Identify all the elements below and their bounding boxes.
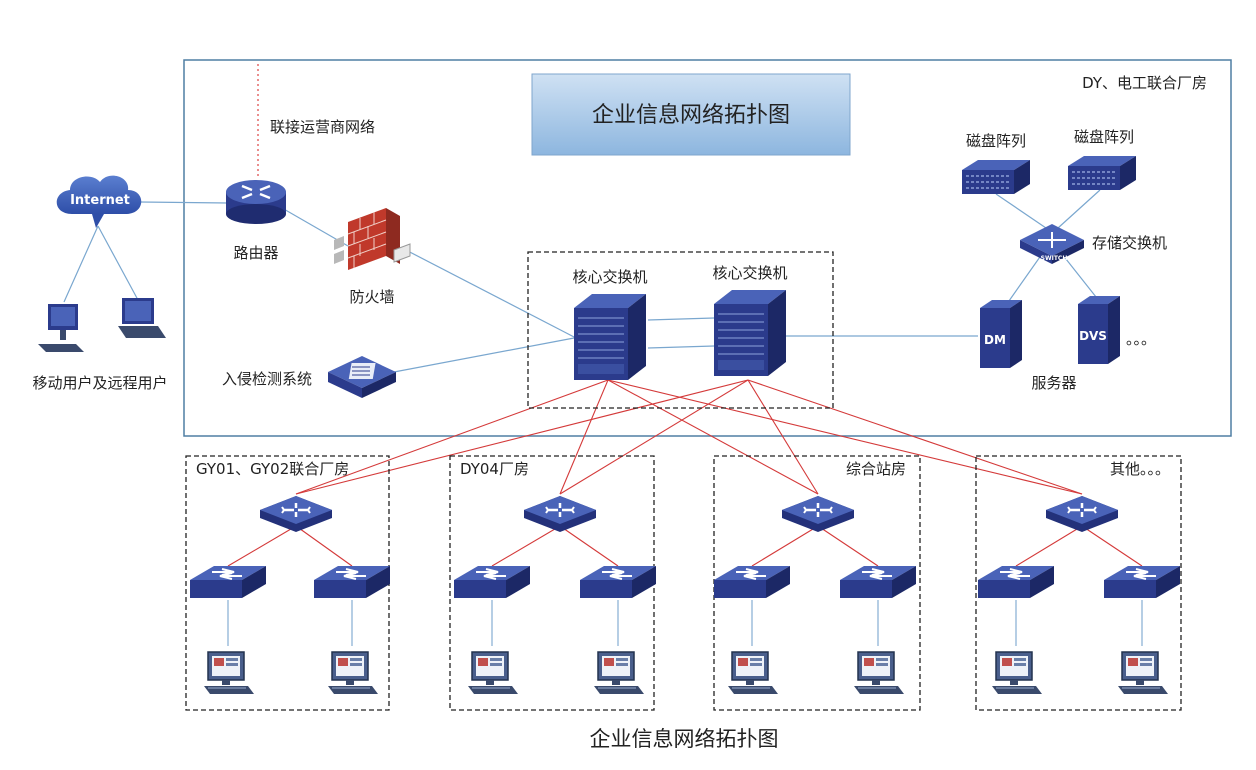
- agg-switch-icon-1: [258, 494, 334, 534]
- remote-user-desktop-icon: [38, 304, 84, 352]
- agg-switch-icon-2: [522, 494, 598, 534]
- site-label-3: 综合站房: [846, 460, 906, 478]
- links: [63, 64, 1143, 646]
- main-region-label: DY、电工联合厂房: [1082, 74, 1207, 92]
- server-dm-icon: DM: [980, 300, 1022, 368]
- storage-switch-badge: SWITCH: [1041, 255, 1068, 262]
- firewall-label: 防火墙: [349, 288, 394, 306]
- pc-icon-2a: [467, 651, 519, 695]
- pc-icon-4b: [1117, 651, 1169, 695]
- disk-array-icon-2: [1067, 155, 1137, 191]
- storage-switch-icon: SWITCH: [1020, 224, 1084, 264]
- remote-users-label: 移动用户及远程用户: [32, 374, 167, 392]
- server-dvs-icon: DVS: [1078, 296, 1120, 364]
- access-switch-icon-3b: [839, 565, 917, 599]
- core-group-frame: [527, 251, 834, 409]
- servers-more: 。。。: [1126, 330, 1156, 348]
- site-others: 其他。。。: [975, 455, 1182, 711]
- router-icon: [224, 178, 288, 226]
- pc-icon-1b: [327, 651, 379, 695]
- site-label-4: 其他。。。: [1110, 460, 1170, 478]
- agg-switch-icon-4: [1044, 494, 1120, 534]
- title-box: 企业信息网络拓扑图: [531, 73, 851, 156]
- internet-router-link: [139, 201, 229, 204]
- access-switch-icon-3a: [713, 565, 791, 599]
- pc-icon-2b: [593, 651, 645, 695]
- pc-icon-4a: [991, 651, 1043, 695]
- internet-users-link: [63, 225, 139, 303]
- core-switch-icon-2: [713, 289, 787, 377]
- access-switch-icon-1b: [313, 565, 391, 599]
- site-comprehensive-station: 综合站房: [713, 455, 921, 711]
- pc-icon-1a: [203, 651, 255, 695]
- diagram-title: 企业信息网络拓扑图: [592, 103, 790, 128]
- core-switch-label-1: 核心交换机: [572, 268, 647, 286]
- storage-links: [995, 189, 1101, 309]
- pc-icon-3a: [727, 651, 779, 695]
- site-gy01-gy02: GY01、GY02联合厂房: [185, 455, 391, 711]
- ids-icon: [328, 356, 396, 398]
- site-label-2: DY04厂房: [460, 460, 529, 478]
- access-switch-icon-2a: [453, 565, 531, 599]
- site-label-1: GY01、GY02联合厂房: [196, 460, 349, 478]
- internet-cloud-icon: Internet: [56, 175, 142, 228]
- diagram-caption: 企业信息网络拓扑图: [590, 727, 779, 751]
- disk-array-label-2: 磁盘阵列: [1074, 128, 1134, 146]
- storage-switch-label: 存储交换机: [1092, 234, 1167, 252]
- router-label: 路由器: [233, 244, 278, 262]
- server-dvs-label: DVS: [1079, 329, 1107, 343]
- pc-icon-3b: [853, 651, 905, 695]
- disk-array-label-1: 磁盘阵列: [966, 132, 1026, 150]
- core-core-link: [647, 317, 715, 349]
- agg-switch-icon-3: [780, 494, 856, 534]
- core-switch-label-2: 核心交换机: [712, 264, 787, 282]
- server-dm-label: DM: [984, 333, 1006, 347]
- access-switch-icon-1a: [189, 565, 267, 599]
- site-dy04: DY04厂房: [449, 455, 657, 711]
- firewall-core-link: [401, 247, 577, 339]
- disk-array-icon-1: [961, 159, 1031, 195]
- access-switch-icon-4a: [977, 565, 1055, 599]
- firewall-icon: [334, 208, 411, 270]
- servers-label: 服务器: [1031, 374, 1076, 392]
- remote-user-laptop-icon: [118, 298, 166, 338]
- ids-core-link: [393, 337, 575, 373]
- ids-label: 入侵检测系统: [222, 370, 312, 388]
- core-switch-icon-1: [573, 293, 647, 381]
- internet-label: Internet: [70, 193, 130, 208]
- access-switch-icon-4b: [1103, 565, 1181, 599]
- main-region-frame: [183, 59, 1232, 437]
- isp-label: 联接运营商网络: [270, 118, 375, 136]
- access-switch-icon-2b: [579, 565, 657, 599]
